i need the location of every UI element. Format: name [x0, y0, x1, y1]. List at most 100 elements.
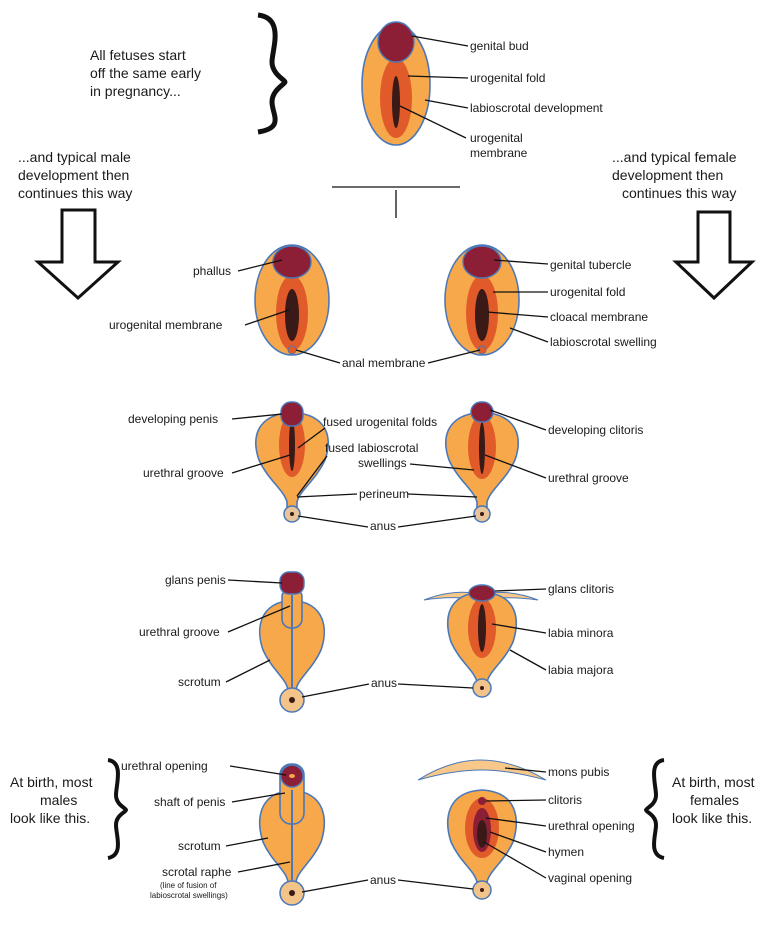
leader-urethral-opening-m [229, 765, 287, 776]
label-mons-pubis: mons pubis [548, 765, 609, 779]
leader-labioscrotal-development [424, 99, 469, 109]
birth-male-line-2: males [40, 792, 77, 808]
leader-anus-5m [301, 879, 369, 893]
label-scrotal-raphe-note-1: (line of fusion of [160, 881, 217, 890]
leader-glans-clitoris [494, 588, 547, 592]
stage4-male-figure [258, 571, 326, 713]
leader-genital-tubercle [493, 259, 549, 265]
stage5-female-figure [417, 759, 547, 900]
label-fused-urogenital-folds: fused urogenital folds [323, 415, 437, 429]
leader-anus-4m [301, 683, 370, 698]
label-hymen: hymen [548, 845, 584, 859]
leader-urethral-groove-m4 [227, 605, 291, 633]
label-vaginal-opening: vaginal opening [548, 871, 632, 885]
label-anus-stage4: anus [371, 676, 397, 690]
female-caption-line-2: development then [612, 167, 723, 183]
leader-vaginal-opening [483, 841, 547, 879]
label-urethral-opening-f: urethral opening [548, 819, 635, 833]
leader-cloacal-membrane [486, 311, 549, 318]
label-scrotum-4: scrotum [178, 675, 221, 689]
birth-female-line-1: At birth, most [672, 774, 755, 790]
label-anal-membrane: anal membrane [342, 356, 426, 370]
label-genital-bud: genital bud [470, 39, 529, 53]
leader-anal-membrane-m [295, 349, 341, 364]
label-urethral-opening-m: urethral opening [121, 759, 208, 773]
leader-glans-penis [227, 579, 283, 584]
label-labioscrotal-development: labioscrotal development [470, 101, 603, 115]
male-caption-line-1: ...and typical male [18, 149, 131, 165]
label-fused-labioscrotal-line1: fused labioscrotal [325, 441, 418, 455]
male-down-arrow [34, 208, 122, 301]
leader-fused-labioscrotal [296, 455, 328, 497]
leader-urethral-opening-f [485, 817, 547, 827]
label-urethral-groove-f: urethral groove [548, 471, 629, 485]
label-urogenital-fold: urogenital fold [470, 71, 545, 85]
leader-urethral-groove-m [231, 454, 291, 474]
label-developing-clitoris: developing clitoris [548, 423, 643, 437]
female-down-arrow [672, 210, 756, 301]
leader-scrotum-5 [225, 837, 269, 847]
intro-line-1: All fetuses start [90, 47, 186, 63]
birth-male-brace [107, 758, 129, 860]
birth-male-line-1: At birth, most [10, 774, 93, 790]
leader-developing-penis [231, 413, 283, 420]
leader-anus-5f [397, 879, 474, 890]
leader-fused-urogenital-folds [297, 427, 326, 449]
intro-line-2: off the same early [90, 65, 201, 81]
leader-labia-majora [509, 649, 547, 671]
label-glans-clitoris: glans clitoris [548, 582, 614, 596]
label-urethral-groove-m: urethral groove [143, 466, 224, 480]
stage2-female-figure [444, 244, 520, 356]
birth-female-line-2: females [690, 792, 739, 808]
label-perineum: perineum [359, 487, 409, 501]
stage4-female-figure [423, 584, 539, 698]
stage1-indifferent-figure [361, 21, 431, 146]
label-urogenital-membrane-line2: membrane [470, 146, 528, 160]
leader-genital-bud [411, 35, 469, 47]
label-urethral-groove-m4: urethral groove [139, 625, 220, 639]
label-scrotal-raphe-note-2: labioscrotal swellings) [150, 891, 228, 900]
label-scrotal-raphe: scrotal raphe [162, 865, 232, 879]
label-phallus: phallus [193, 264, 231, 278]
leader-hymen [489, 831, 547, 853]
leader-perineum-m [296, 493, 358, 498]
label-glans-penis: glans penis [165, 573, 226, 587]
label-anus-stage5: anus [370, 873, 396, 887]
leader-shaft-of-penis [231, 792, 286, 803]
leader-anus-4f [397, 683, 474, 689]
leader-anal-membrane-f [427, 349, 481, 364]
leader-clitoris [485, 799, 547, 802]
intro-brace [257, 12, 288, 135]
leader-urethral-groove-f [484, 454, 547, 479]
stage2-male-figure [254, 244, 330, 356]
leader-urogenital-membrane [244, 309, 290, 326]
stage5-male-figure [258, 763, 326, 906]
leader-urogenital-membrane-1 [399, 105, 467, 139]
leader-phallus [237, 259, 283, 272]
intro-line-3: in pregnancy... [90, 83, 181, 99]
male-caption-line-2: development then [18, 167, 129, 183]
label-fused-labioscrotal-line2: swellings [358, 456, 407, 470]
female-caption-line-1: ...and typical female [612, 149, 737, 165]
label-cloacal-membrane: cloacal membrane [550, 310, 648, 324]
leader-anus-3m [297, 515, 369, 528]
label-developing-penis: developing penis [128, 412, 218, 426]
label-genital-tubercle: genital tubercle [550, 258, 632, 272]
label-clitoris: clitoris [548, 793, 582, 807]
label-urogenital-membrane-line1: urogenital [470, 131, 523, 145]
birth-female-brace [643, 758, 665, 860]
label-labioscrotal-swelling: labioscrotal swelling [550, 335, 657, 349]
label-urogenital-fold-f: urogenital fold [550, 285, 625, 299]
leader-scrotum-4 [225, 659, 271, 683]
label-labia-majora: labia majora [548, 663, 614, 677]
leader-mons-pubis [504, 767, 547, 773]
leader-urogenital-fold [407, 75, 469, 79]
leader-anus-3f [397, 515, 477, 528]
birth-male-line-3: look like this. [10, 810, 90, 826]
label-labia-minora: labia minora [548, 626, 614, 640]
stage3-female-figure [445, 401, 519, 523]
leader-fused-labioscrotal-f [409, 463, 475, 471]
female-caption-line-3: continues this way [622, 185, 736, 201]
label-shaft-of-penis: shaft of penis [154, 795, 225, 809]
